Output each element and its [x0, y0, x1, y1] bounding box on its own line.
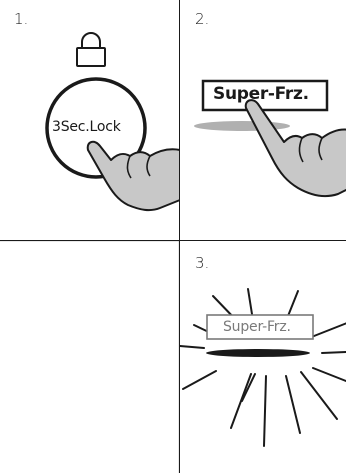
button-shadow-dark: [206, 349, 310, 357]
super-freeze-button-label[interactable]: Super-Frz.: [223, 319, 291, 335]
pointing-hand-icon: [180, 0, 346, 240]
step-2-panel: 2. Super-Frz.: [180, 0, 346, 240]
burst-lines: [180, 289, 346, 446]
pointing-hand-icon: [0, 0, 179, 240]
step-3-panel: 3. Super-Frz.: [180, 241, 346, 473]
step-1-panel: 1. 3Sec.Lock: [0, 0, 179, 240]
step-3-illustration: [180, 241, 346, 473]
